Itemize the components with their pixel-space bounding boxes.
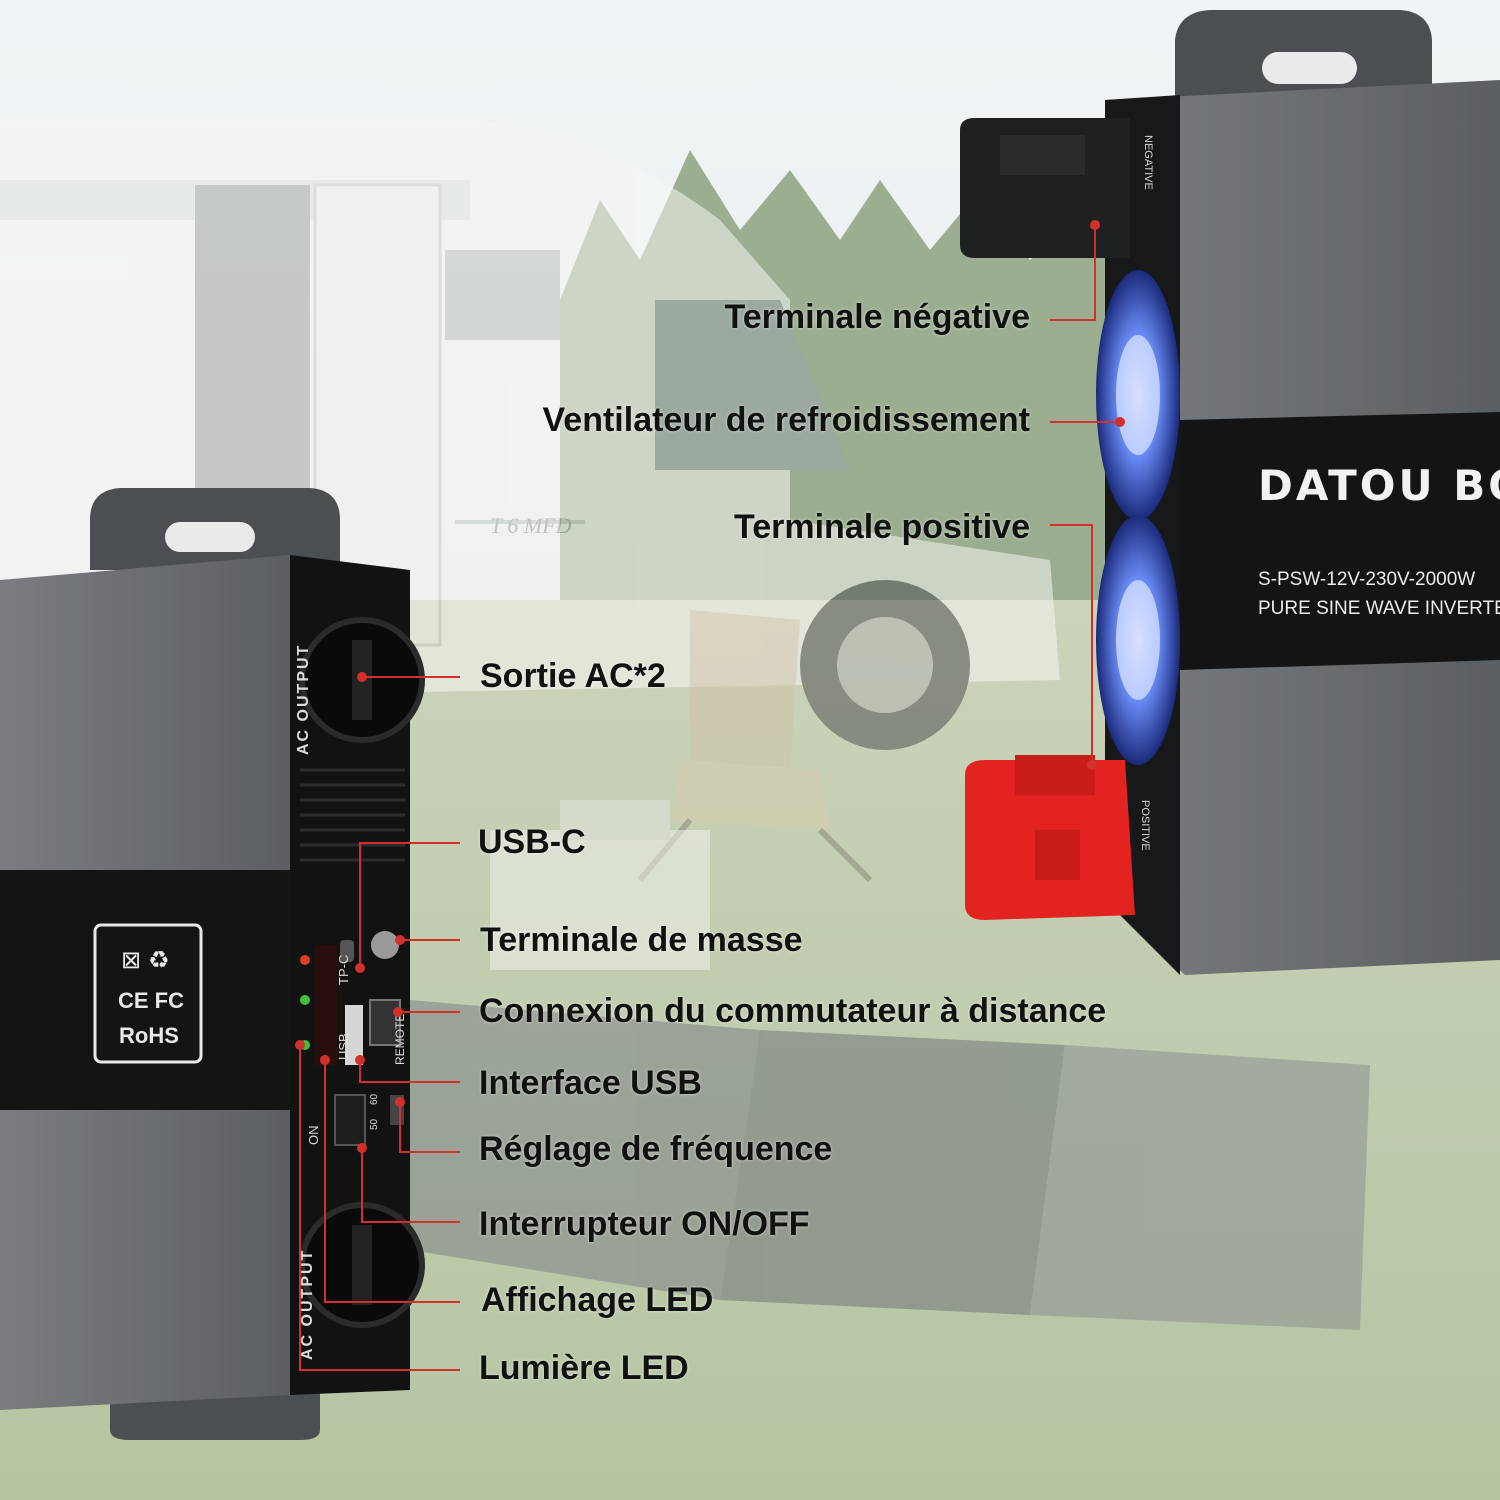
negative-terminal-cover [960, 118, 1130, 258]
rohs-mark: RoHS [119, 1023, 179, 1048]
recycle-icon: ♻ [148, 946, 170, 974]
callout-led-light: Lumière LED [479, 1349, 689, 1387]
positive-terminal-cover [965, 755, 1135, 920]
callout-cooling-fan: Ventilateur de refroidissement [542, 401, 1031, 439]
callout-ground-terminal: Terminale de masse [480, 921, 803, 959]
hz-60-label: 60 [369, 1093, 380, 1105]
callout-power-switch: Interrupteur ON/OFF [479, 1205, 810, 1243]
leader-dots [295, 220, 1125, 1153]
callout-led-display: Affichage LED [481, 1281, 714, 1319]
led-display [315, 945, 337, 1065]
usb-label: USB [336, 1033, 351, 1060]
ac-output-label-top: AC OUTPUT [295, 644, 312, 755]
brand-logo: DATOU BO [1258, 461, 1500, 510]
ground-screw [371, 931, 399, 959]
usb-port [345, 1005, 363, 1065]
callout-positive-terminal: Terminale positive [733, 508, 1030, 546]
remote-label: REMOTE [393, 1014, 407, 1065]
callout-remote-switch: Connexion du commutateur à distance [479, 992, 1107, 1030]
on-off-switch [334, 1094, 366, 1146]
led-red-indicator [300, 955, 310, 965]
inverter-side-view: DATOU BO S-PSW-12V-230V-2000W PURE SINE … [960, 10, 1500, 975]
ac-output-label-bottom: AC OUTPUT [299, 1249, 316, 1360]
model-number: S-PSW-12V-230V-2000W [1258, 569, 1475, 590]
vent-slots [300, 768, 405, 862]
solar-panel [410, 1000, 1370, 1330]
inverter-front-view: ⊠ ♻ CE FC RoHS [0, 488, 425, 1440]
negative-label: NEGATIVE [1142, 135, 1154, 190]
usb-c-port [340, 940, 354, 962]
led-green-indicator [300, 995, 310, 1005]
ce-fc-mark: CE FC [118, 988, 184, 1013]
van-model-text: T 6 MFD [490, 513, 572, 538]
callout-usb-c: USB-C [478, 823, 586, 861]
callout-negative-terminal: Terminale négative [724, 298, 1031, 336]
callout-usb-interface: Interface USB [479, 1064, 702, 1102]
callout-ac-output: Sortie AC*2 [480, 657, 666, 695]
positive-label: POSITIVE [1139, 800, 1151, 851]
hz-50-label: 50 [369, 1118, 380, 1130]
on-label: ON [306, 1126, 321, 1146]
camping-chair [637, 610, 873, 883]
cooler-box [490, 800, 710, 970]
tpc-label: TP-C [336, 955, 351, 985]
remote-port [369, 999, 401, 1046]
weee-icon: ⊠ [121, 946, 141, 974]
leader-lines [299, 225, 1120, 1371]
callout-frequency: Réglage de fréquence [479, 1130, 833, 1168]
cooling-fan-bottom [1096, 515, 1180, 765]
cooling-fan-top [1096, 270, 1180, 520]
product-subtitle: PURE SINE WAVE INVERTE [1258, 598, 1500, 619]
certification-box [93, 923, 203, 1064]
